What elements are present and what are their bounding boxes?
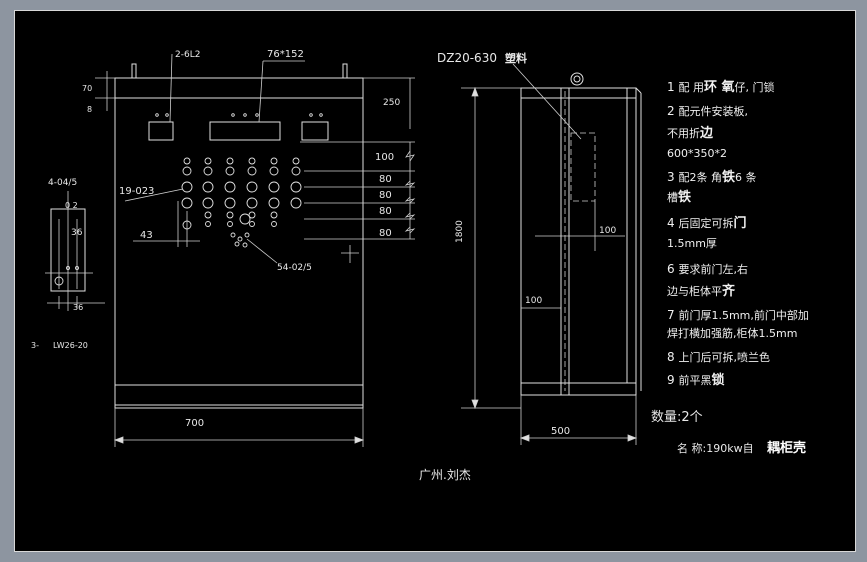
name-label: 名 称:190kw自 <box>677 441 754 455</box>
dim-100-front: 100 <box>375 152 394 163</box>
note-text-bold: 铁 <box>677 189 691 205</box>
front-cabinet-outline <box>114 77 364 409</box>
note-line: 7 前门厚1.5mm,前门中部加 <box>667 308 809 322</box>
note-text: 配 用 <box>678 81 704 94</box>
note-text: 槽 <box>667 191 678 204</box>
dim-100-side-left: 100 <box>525 296 542 306</box>
note-number: 8 <box>667 350 678 364</box>
label-76x152: 76*152 <box>267 49 304 60</box>
note-line: 边与柜体平齐 <box>667 283 736 299</box>
note-text: 要求前门左,右 <box>678 262 748 276</box>
author-label: 广州.刘杰 <box>419 468 471 482</box>
drawing-svg: 2-6L2 76*152 <box>31 49 809 482</box>
note-line: 6 要求前门左,右 <box>667 262 748 276</box>
dim-100-side-right: 100 <box>599 226 616 236</box>
dim-36-horizontal: 36 <box>73 303 83 312</box>
note-text: 后固定可拆 <box>678 216 733 230</box>
label-3-dash: 3- <box>31 341 39 350</box>
note-number: 4 <box>667 216 678 230</box>
label-2-6l2: 2-6L2 <box>175 50 200 60</box>
label-0-2: 0 2 <box>65 201 78 210</box>
note-line: 槽铁 <box>667 189 691 205</box>
note-text: 配2条 角 <box>678 170 722 184</box>
note-text-bold: 门 <box>733 215 746 231</box>
note-number: 3 <box>667 170 678 184</box>
dim-700: 700 <box>185 418 204 429</box>
note-text-bold: 齐 <box>722 283 736 299</box>
note-line: 9 前平黑锁 <box>667 372 724 388</box>
note-text-bold: 锁 <box>711 372 724 388</box>
meter-cutout-left <box>148 121 174 141</box>
note-text-bold: 环 氧 <box>704 79 735 95</box>
meter-cutout-right <box>301 121 329 141</box>
dim-80-4: 80 <box>379 228 392 239</box>
label-dz20-630-suffix: 塑料 <box>505 51 527 65</box>
note-line: 2 配元件安装板, <box>667 104 748 118</box>
dim-80-3: 80 <box>379 206 392 217</box>
note-number: 9 <box>667 373 678 387</box>
dim-8: 8 <box>87 105 92 114</box>
note-text-tail: 仔, 门锁 <box>734 80 774 94</box>
note-line: 焊打横加强筋,柜体1.5mm <box>667 326 797 340</box>
quantity-label: 数量:2个 <box>651 410 703 425</box>
note-number: 7 <box>667 308 678 322</box>
dim-43: 43 <box>140 230 153 241</box>
note-number: 6 <box>667 262 678 276</box>
dim-1800: 1800 <box>455 220 465 243</box>
indicator-hole-grid <box>181 157 302 248</box>
label-19-023: 19-023 <box>119 186 154 197</box>
note-text: 边与柜体平 <box>667 284 722 298</box>
side-cabinet-outline <box>520 87 637 396</box>
note-text: 前平黑 <box>678 373 711 387</box>
label-dz20-630: DZ20-630 <box>437 51 497 65</box>
drawing-canvas[interactable]: 2-6L2 76*152 <box>14 10 856 552</box>
note-text: 600*350*2 <box>667 147 727 160</box>
note-text-tail: 6 条 <box>735 170 757 184</box>
technical-notes: 1 配 用环 氧仔, 门锁 2 配元件安装板, 不用折边 600*350*2 3 配2条… <box>667 79 809 388</box>
meter-cutout-center <box>209 121 281 141</box>
note-number: 2 <box>667 104 678 118</box>
note-text: 上门后可拆,喷兰色 <box>678 350 770 364</box>
note-text: 1.5mm厚 <box>667 237 717 250</box>
note-line: 1.5mm厚 <box>667 237 717 250</box>
note-line: 不用折边 <box>667 126 714 141</box>
label-4-04-5: 4-04/5 <box>48 178 77 188</box>
name-label-bold: 耦柜壳 <box>767 440 806 456</box>
note-text: 配元件安装板, <box>678 104 748 118</box>
side-view: 100 100 DZ20-630 塑料 1800 500 <box>437 51 642 445</box>
note-text: 焊打横加强筋,柜体1.5mm <box>667 326 797 340</box>
note-text-bold: 铁 <box>721 169 735 185</box>
dim-250: 250 <box>383 98 400 108</box>
label-54-02-5: 54-02/5 <box>277 263 312 273</box>
note-line: 3 配2条 角铁6 条 <box>667 169 756 185</box>
dim-70: 70 <box>82 84 92 93</box>
dim-80-1: 80 <box>379 174 392 185</box>
note-line: 8 上门后可拆,喷兰色 <box>667 350 770 364</box>
label-lw26-20: LW26-20 <box>53 341 88 350</box>
note-number: 1 <box>667 80 678 94</box>
dim-36-vertical: 36 <box>71 228 83 238</box>
note-line: 1 配 用环 氧仔, 门锁 <box>667 79 774 95</box>
note-text: 前门厚1.5mm,前门中部加 <box>678 308 808 322</box>
dim-500: 500 <box>551 426 570 437</box>
note-line: 4 后固定可拆门 <box>667 215 746 231</box>
front-view: 2-6L2 76*152 <box>82 49 416 447</box>
switch-detail-view: 4-04/5 0 2 36 36 3- LW26-20 <box>31 178 105 350</box>
dim-80-2: 80 <box>379 190 392 201</box>
note-line: 600*350*2 <box>667 147 727 160</box>
note-text: 不用折 <box>667 126 700 140</box>
note-text-bold: 边 <box>699 126 714 141</box>
